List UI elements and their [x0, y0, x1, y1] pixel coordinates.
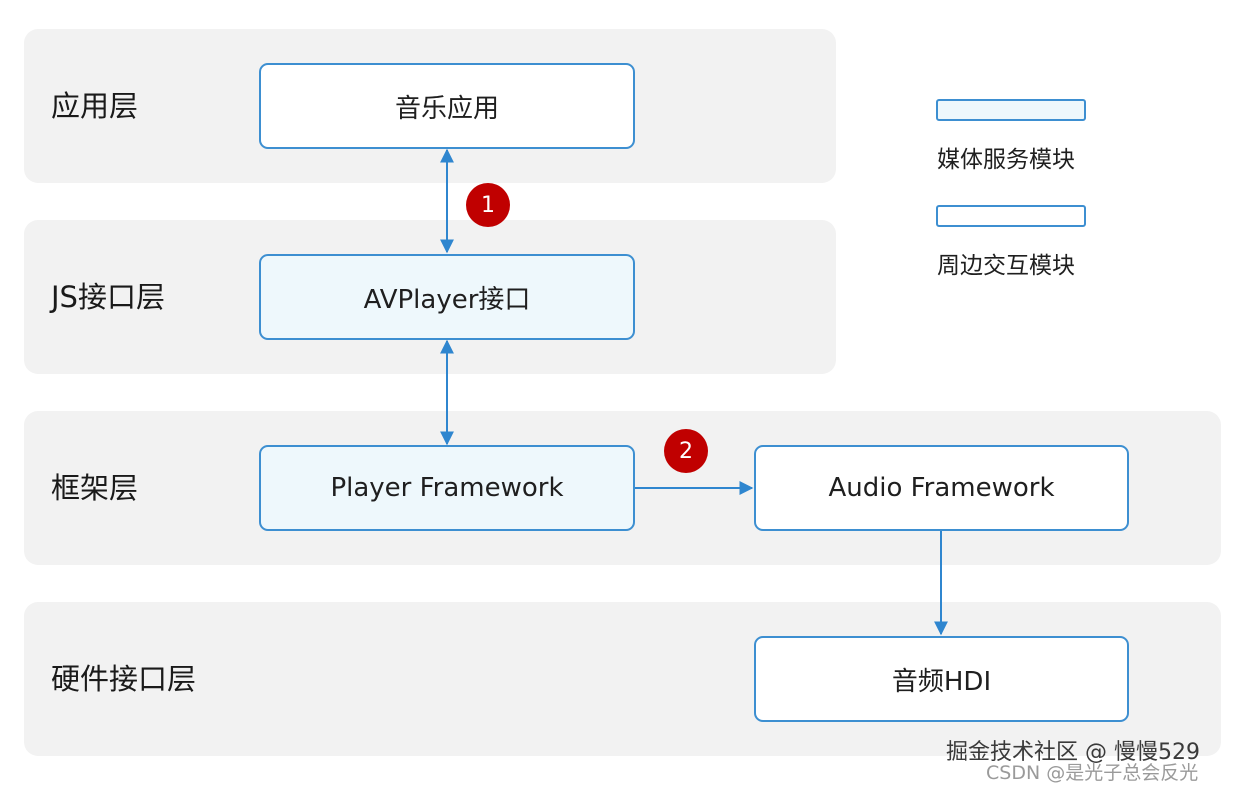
layer-label-framework: 框架层: [51, 471, 139, 505]
legend-label-peripheral: 周边交互模块: [937, 253, 1075, 279]
watermark-csdn: CSDN @是光子总会反光: [986, 762, 1199, 784]
step-badge-2: 2: [664, 429, 708, 473]
module-player-framework: Player Framework: [259, 445, 635, 531]
layer-label-js: JS接口层: [51, 280, 165, 314]
layer-label-hardware: 硬件接口层: [51, 662, 197, 696]
legend-swatch-peripheral: [936, 205, 1086, 227]
module-avplayer: AVPlayer接口: [259, 254, 635, 340]
watermark-juejin: 掘金技术社区 @ 慢慢529: [946, 740, 1200, 765]
legend-swatch-media: [936, 99, 1086, 121]
legend-label-media: 媒体服务模块: [937, 147, 1075, 173]
module-audio-hdi: 音频HDI: [754, 636, 1129, 722]
step-badge-1: 1: [466, 183, 510, 227]
module-music-app: 音乐应用: [259, 63, 635, 149]
module-audio-framework: Audio Framework: [754, 445, 1129, 531]
layer-label-app: 应用层: [51, 89, 139, 123]
